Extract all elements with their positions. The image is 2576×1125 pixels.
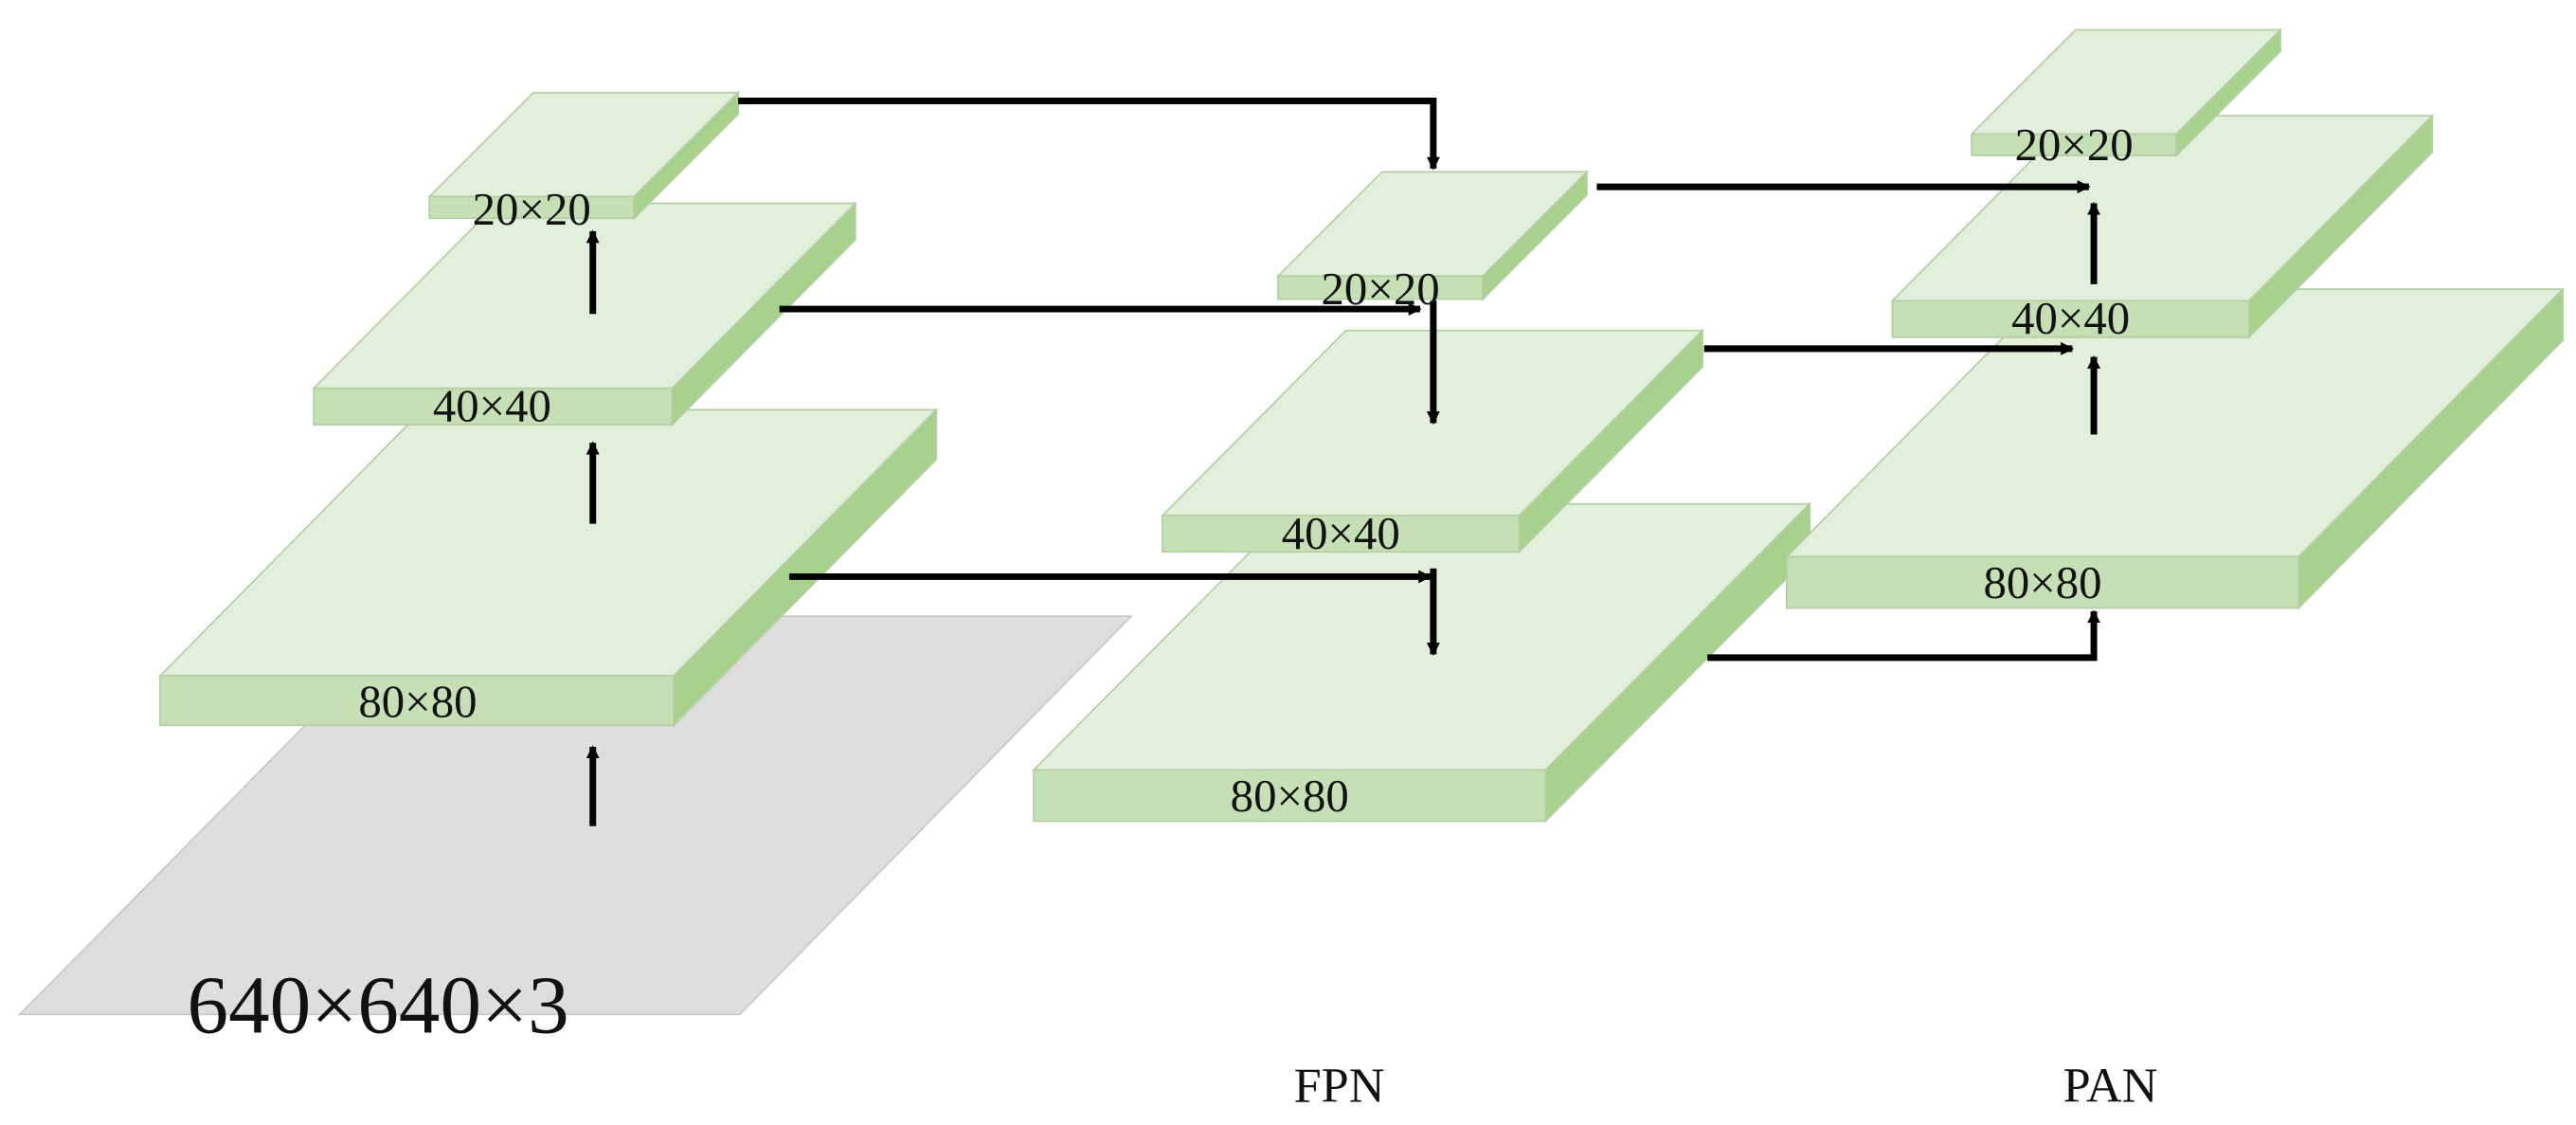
pan-large-block bbox=[1784, 287, 2566, 610]
fpn-small-block bbox=[1275, 170, 1590, 301]
backbone-medium-block bbox=[312, 201, 857, 427]
block-side-face bbox=[673, 408, 938, 728]
block-side-face bbox=[1518, 328, 1703, 554]
backbone-small-label: 20×20 bbox=[473, 184, 591, 235]
arrow-fpn80-to-pan80 bbox=[1707, 609, 2101, 662]
pan-large-label: 80×80 bbox=[1983, 557, 2101, 608]
backbone-small-block bbox=[427, 90, 741, 221]
pan-small-label: 20×20 bbox=[2015, 119, 2134, 171]
fpn-small-label: 20×20 bbox=[1322, 263, 1440, 315]
backbone-large-label: 80×80 bbox=[358, 677, 477, 728]
block-side-face bbox=[2175, 27, 2281, 158]
input-label: 640×640×3 bbox=[188, 958, 569, 1050]
fpn-medium-label: 40×40 bbox=[1282, 508, 1400, 559]
block-side-face bbox=[671, 201, 856, 427]
block-side-face bbox=[1482, 170, 1588, 301]
backbone-large-block bbox=[157, 408, 939, 728]
block-side-face bbox=[633, 90, 739, 221]
pan-medium-label: 40×40 bbox=[2011, 293, 2130, 344]
fpn-title: FPN bbox=[1294, 1059, 1385, 1114]
arrow-backbone20-to-fpn20 bbox=[738, 97, 1440, 171]
block-side-face bbox=[2248, 114, 2434, 339]
backbone-medium-label: 40×40 bbox=[433, 381, 551, 432]
fpn-large-block bbox=[1031, 501, 1812, 824]
pan-title: PAN bbox=[2063, 1059, 2158, 1114]
block-side-face bbox=[2297, 287, 2564, 610]
pan-small-block bbox=[1969, 27, 2283, 158]
fpn-large-label: 80×80 bbox=[1231, 771, 1349, 822]
pan-medium-block bbox=[1890, 114, 2435, 339]
input-image-plane bbox=[17, 615, 1133, 1016]
